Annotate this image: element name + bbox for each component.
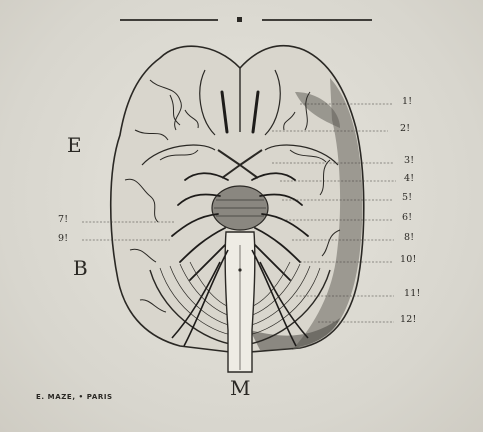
engraver-credit: E. MAZE, • PARIS: [36, 394, 113, 401]
label-3: 3!: [404, 156, 414, 166]
label-5: 5!: [402, 193, 412, 203]
label-6: 6!: [402, 213, 412, 223]
label-8: 8!: [404, 233, 414, 243]
label-4: 4!: [404, 174, 414, 184]
label-1: 1!: [402, 97, 412, 107]
label-10: 10!: [400, 255, 417, 265]
label-m: M: [230, 378, 250, 398]
label-7: 7!: [58, 215, 68, 225]
top-ornament: [120, 17, 372, 22]
label-11: 11!: [404, 289, 421, 299]
label-9: 9!: [58, 234, 68, 244]
label-2: 2!: [400, 124, 410, 134]
label-12: 12!: [400, 315, 417, 325]
label-b: B: [73, 258, 88, 278]
label-e: E: [67, 135, 82, 155]
